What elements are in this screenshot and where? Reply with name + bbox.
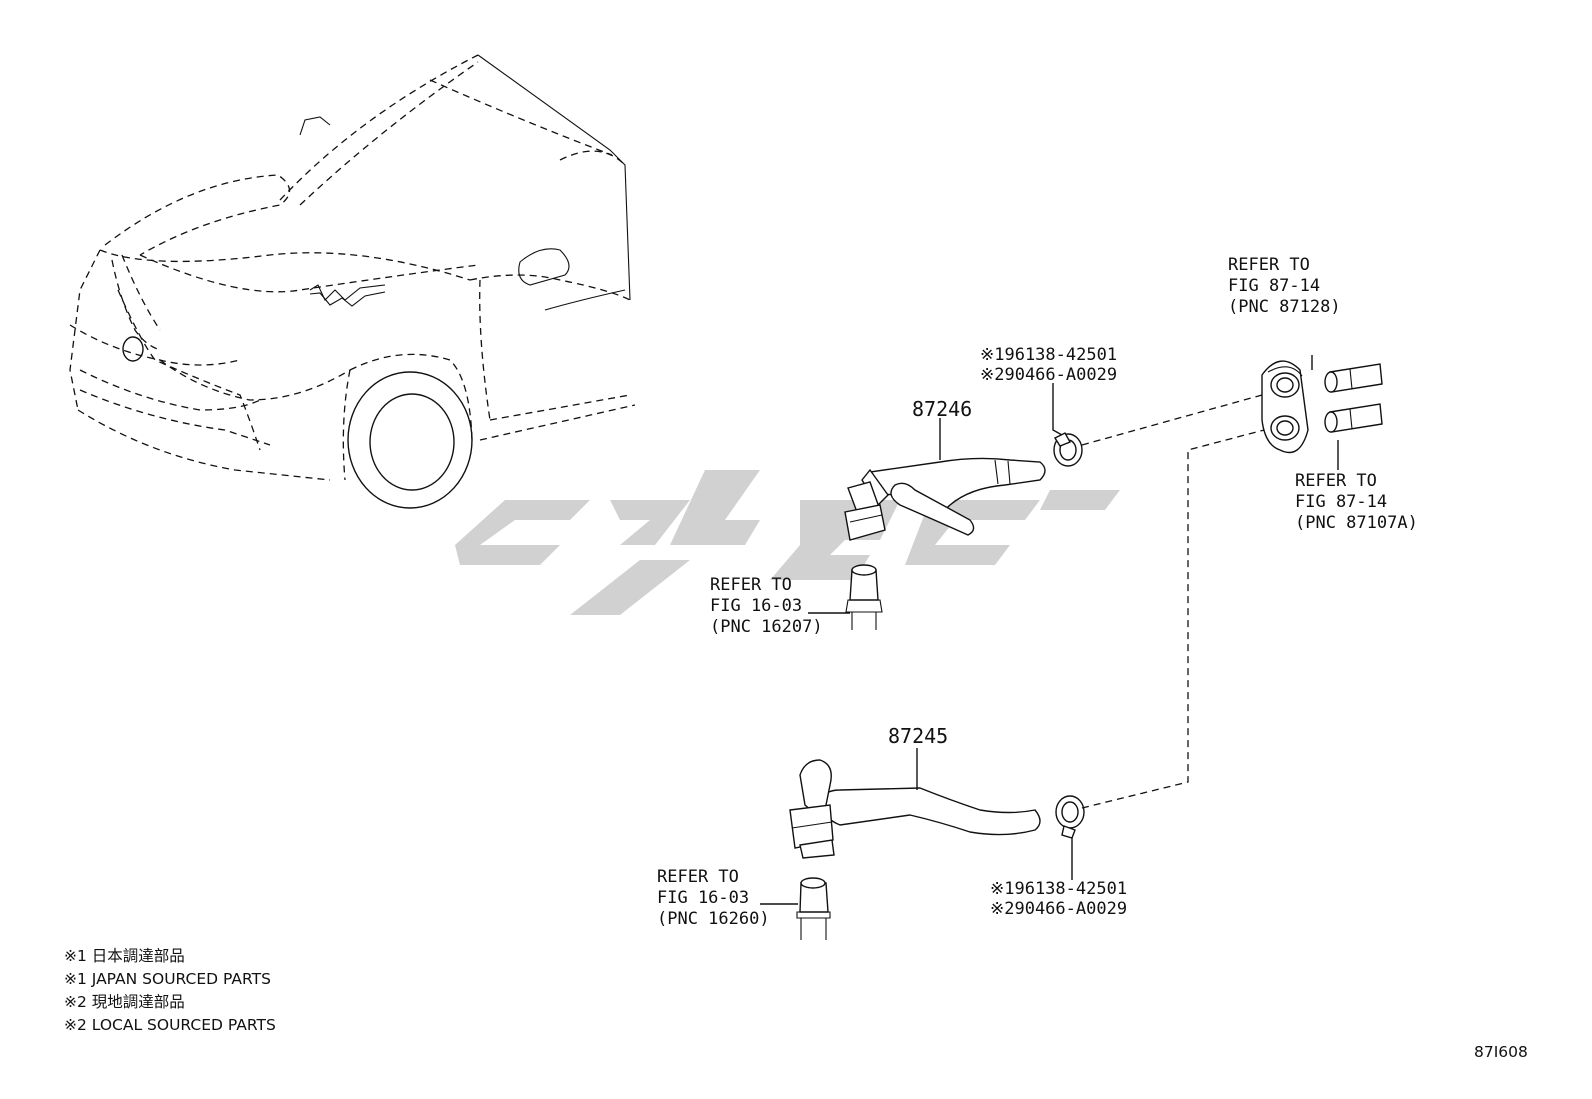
clamp-upper-label-2: ※290466-A0029 — [980, 365, 1117, 385]
ref-87128-line3: (PNC 87128) — [1228, 297, 1341, 317]
ref-87107a-line2: FIG 87-14 — [1295, 492, 1387, 512]
hose-clamp-upper — [1053, 432, 1083, 467]
ref-16207-line1: REFER TO — [710, 575, 792, 595]
hose-87245 — [789, 759, 1041, 859]
figure-code: 87I608 — [1474, 1043, 1528, 1061]
legend-line-1: ※1 日本調達部品 — [64, 947, 185, 965]
engine-pipe-16260 — [796, 877, 831, 940]
ref-16207-line2: FIG 16-03 — [710, 596, 802, 616]
leader-lines — [760, 355, 1339, 905]
engine-pipe-16207 — [845, 564, 883, 630]
clamp-lower-label-2: ※290466-A0029 — [990, 899, 1127, 919]
legend-line-4: ※2 LOCAL SOURCED PARTS — [64, 1016, 276, 1034]
ref-16207-line3: (PNC 16207) — [710, 617, 823, 637]
clamp-lower-label-1: ※196138-42501 — [990, 879, 1127, 899]
callout-87246: 87246 — [912, 397, 972, 421]
vehicle-outline — [69, 54, 636, 509]
heater-pipe-lower — [1324, 403, 1383, 433]
heater-pipe-upper — [1324, 363, 1383, 393]
callout-87245: 87245 — [888, 724, 948, 748]
hose-87246 — [844, 457, 1046, 541]
legend-line-2: ※1 JAPAN SOURCED PARTS — [64, 970, 271, 988]
ref-16260-line3: (PNC 16260) — [657, 909, 770, 929]
hose-clamp-lower — [1055, 795, 1085, 839]
clamp-upper-label-1: ※196138-42501 — [980, 345, 1117, 365]
legend: ※1 日本調達部品 ※1 JAPAN SOURCED PARTS ※2 現地調達… — [64, 947, 276, 1034]
grommet — [1261, 360, 1309, 454]
legend-line-3: ※2 現地調達部品 — [64, 993, 185, 1011]
ref-87128-line1: REFER TO — [1228, 255, 1310, 275]
ref-87107a-line1: REFER TO — [1295, 471, 1377, 491]
ref-16260-line1: REFER TO — [657, 867, 739, 887]
ref-16260-line2: FIG 16-03 — [657, 888, 749, 908]
ref-87128-line2: FIG 87-14 — [1228, 276, 1320, 296]
ref-87107a-line3: (PNC 87107A) — [1295, 513, 1418, 533]
